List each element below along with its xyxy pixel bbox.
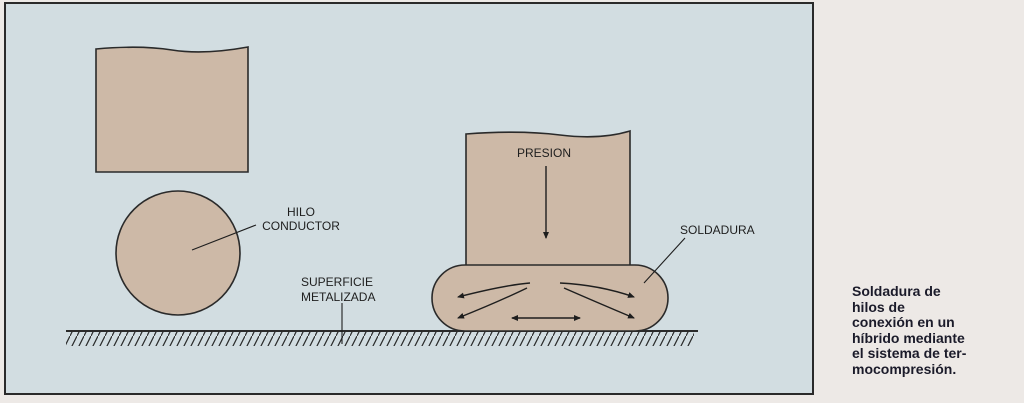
- flow-arrow-left-lower: [457, 287, 528, 319]
- label-soldadura: SOLDADURA: [680, 223, 755, 237]
- caption-line: híbrido mediante: [852, 329, 965, 346]
- leader-line-soldadura: [643, 237, 686, 284]
- label-superficie-line1: SUPERFICIE: [301, 275, 373, 289]
- pressing-tool-block: [465, 129, 631, 267]
- figure-caption: Soldadura de hilos de conexión en un híb…: [852, 283, 1017, 377]
- caption-line: hilos de: [852, 298, 905, 315]
- wire-cross-section: [115, 190, 241, 316]
- flow-arrow-right-lower: [563, 287, 635, 319]
- substrate-hatching: [66, 332, 694, 346]
- bonding-tool-block: [95, 46, 249, 173]
- caption-line: conexión en un: [852, 314, 955, 330]
- flow-arrow-right-upper: [559, 282, 635, 298]
- label-superficie-line2: METALIZADA: [301, 290, 375, 304]
- label-presion: PRESION: [517, 146, 571, 160]
- flow-arrow-left-upper: [457, 282, 531, 299]
- caption-line: el sistema de ter-: [852, 345, 967, 361]
- label-hilo-line1: HILO: [287, 205, 315, 219]
- caption-line: Soldadura de: [852, 283, 941, 299]
- label-hilo-line2: CONDUCTOR: [262, 219, 340, 233]
- flattened-wire-weld: [431, 264, 669, 332]
- caption-line: mocompresión.: [852, 360, 957, 377]
- leader-line-hilo: [191, 224, 257, 251]
